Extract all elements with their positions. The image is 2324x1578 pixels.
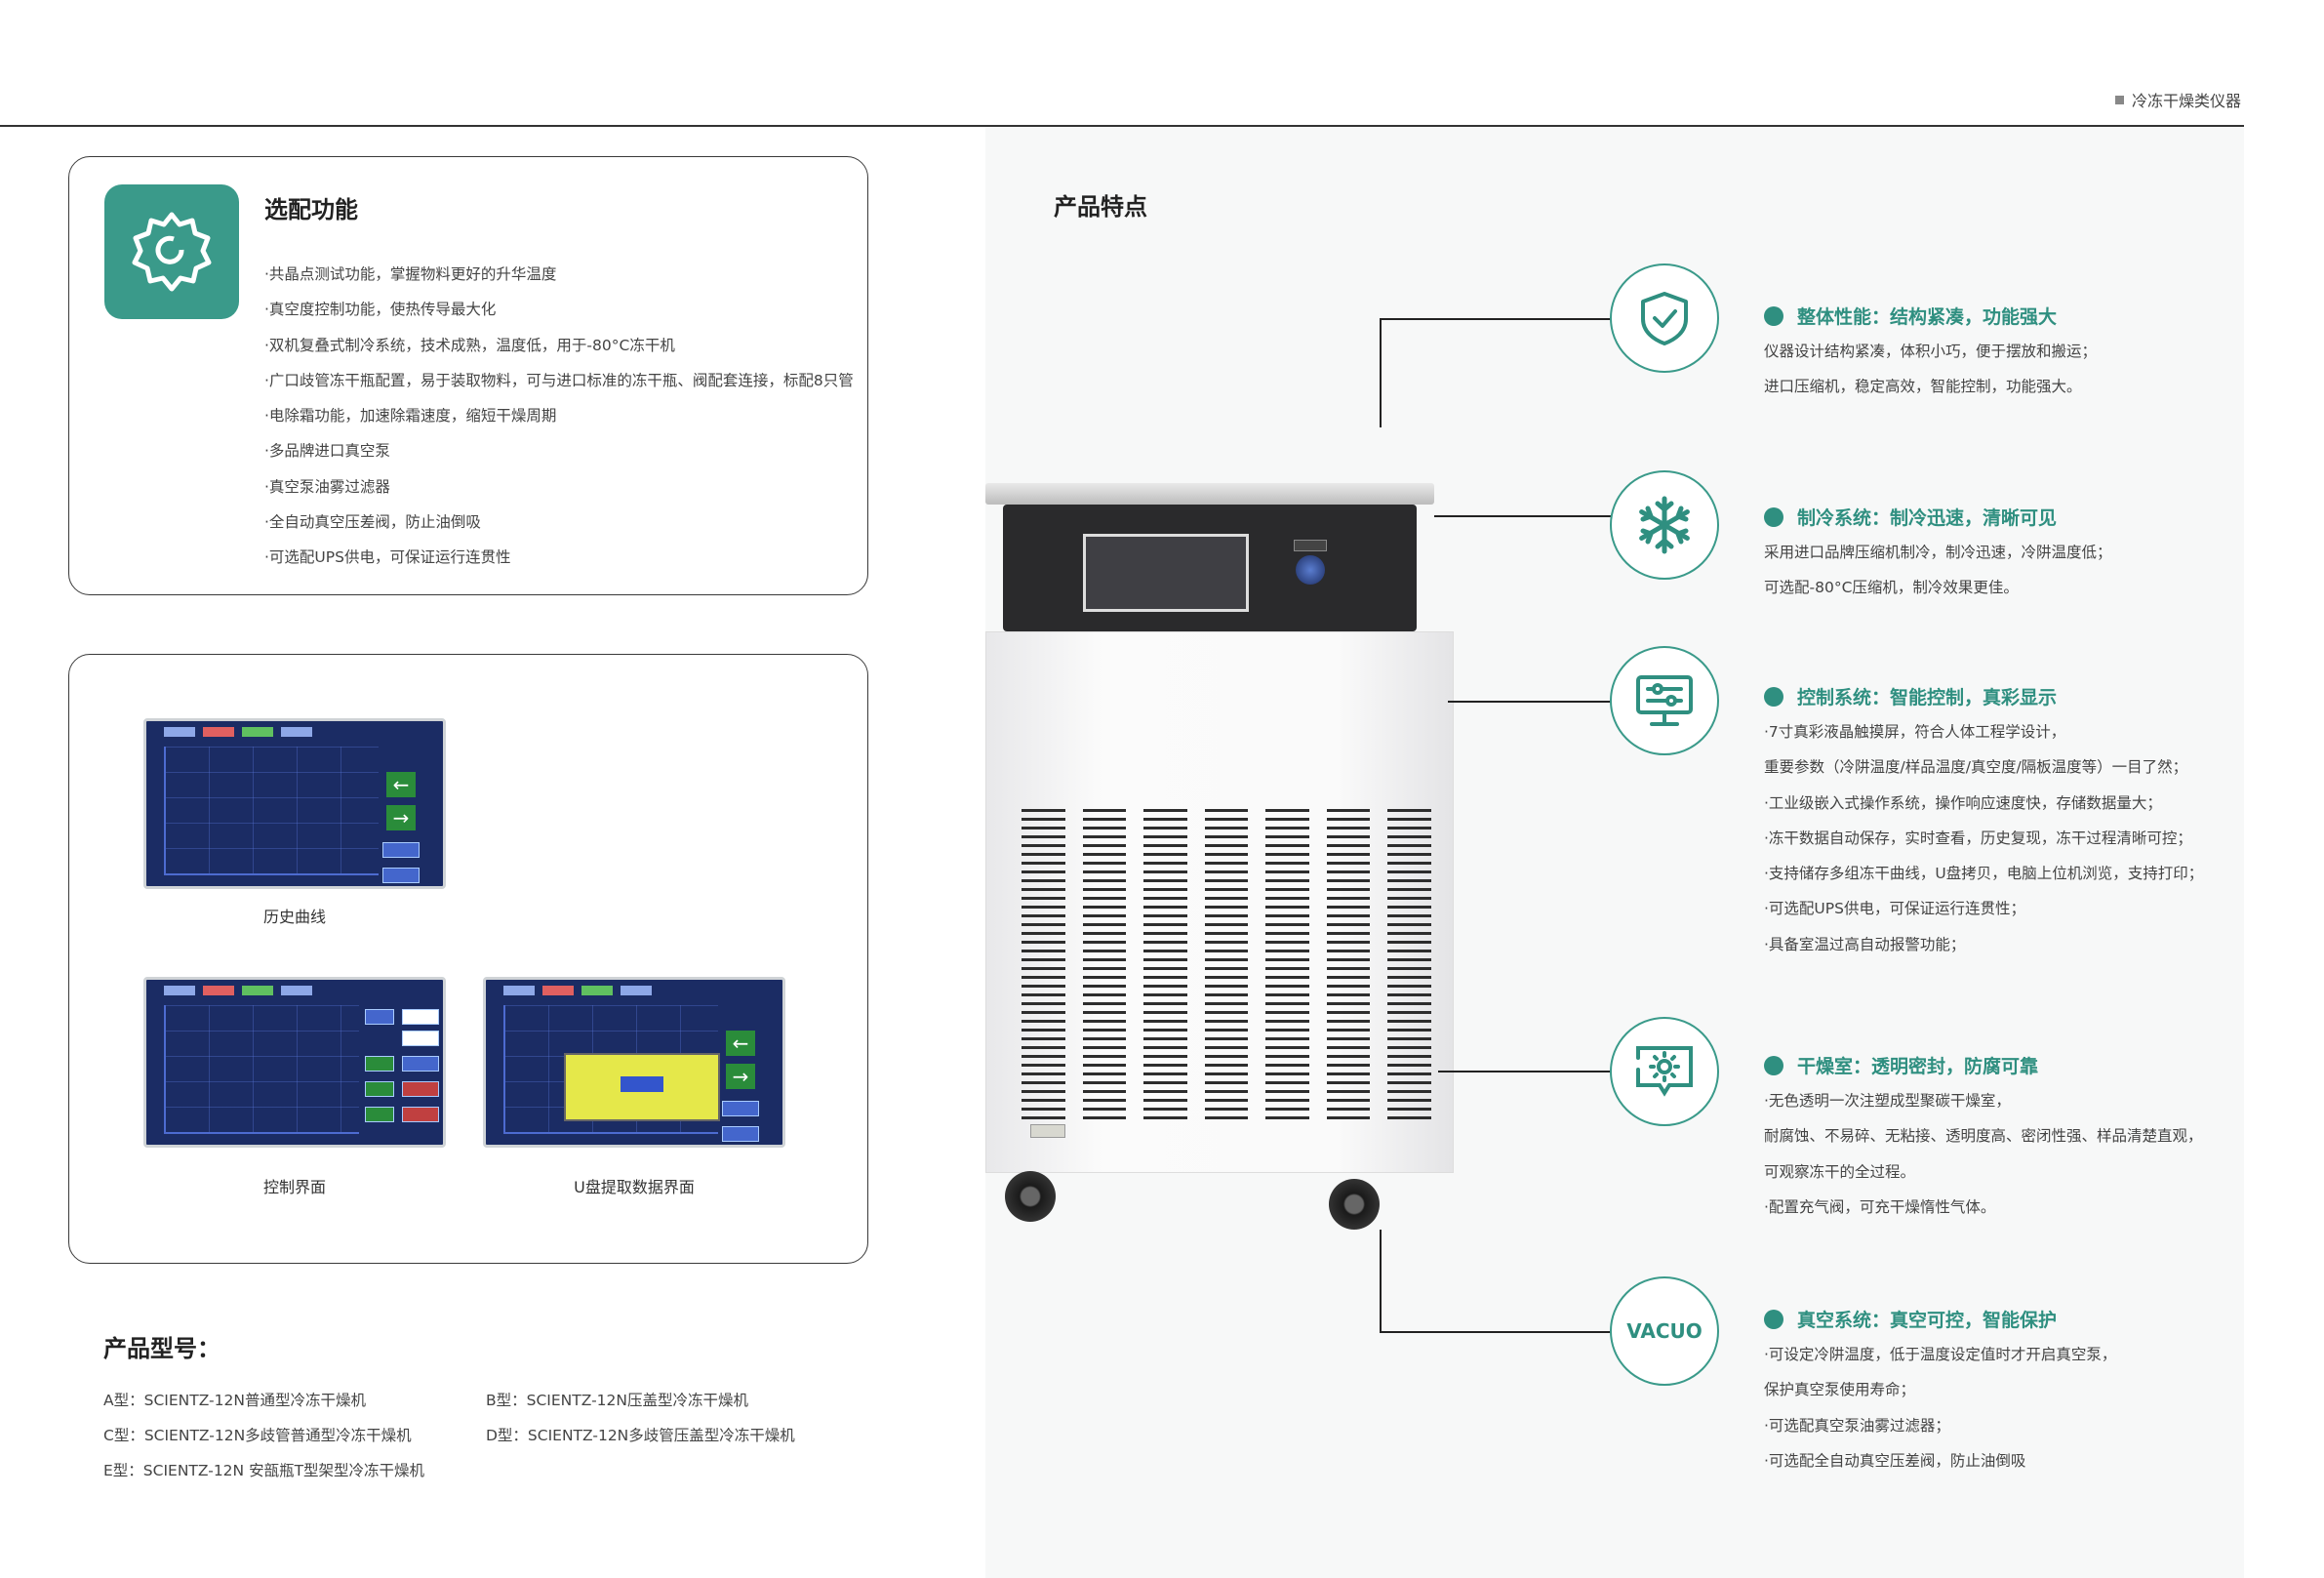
list-item: 采用进口品牌压缩机制冷，制冷迅速，冷阱温度低；: [1764, 544, 2112, 561]
list-item: ·广口歧管冻干瓶配置，易于装取物料，可与进口标准的冻干瓶、阀配套连接，标配8只管: [264, 371, 854, 389]
feature-title: 干燥室：透明密封，防腐可靠: [1764, 1052, 2038, 1078]
screens-card: ← → 历史曲线 控制界面 ← →: [68, 654, 868, 1264]
list-item: ·双机复叠式制冷系统，技术成熟，温度低，用于-80°C冻干机: [264, 336, 675, 354]
feature-description: ·可设定冷阱温度，低于温度设定值时才开启真空泵， 保护真空泵使用寿命； ·可选配…: [1764, 1337, 2116, 1478]
arrow-left-icon: ←: [386, 772, 416, 797]
bullet-dot-icon: [1764, 1309, 1783, 1329]
control-screen-screenshot: [143, 977, 446, 1148]
list-item: ·可选配UPS供电，可保证运行连贯性；: [1764, 900, 2025, 918]
category-label: 冷冻干燥类仪器: [2114, 88, 2241, 111]
shield-check-icon: [1641, 292, 1688, 345]
models-title: 产品型号：: [103, 1335, 220, 1362]
monitor-sliders-icon: [1636, 675, 1693, 726]
feature-title-text: 整体性能：结构紧凑，功能强大: [1797, 306, 2058, 328]
list-item: ·7寸真彩液晶触摸屏，符合人体工程学设计，: [1764, 723, 2066, 741]
history-curve-screenshot: ← →: [143, 718, 446, 889]
list-item: ·可选配UPS供电，可保证运行连贯性: [264, 548, 511, 567]
list-item: ·配置充气阀，可充干燥惰性气体。: [1764, 1197, 1996, 1216]
feature-title-text: 干燥室：透明密封，防腐可靠: [1797, 1056, 2039, 1077]
list-item: ·真空度控制功能，使热传导最大化: [264, 301, 497, 319]
feature-icon-circle: [1610, 646, 1719, 755]
bullet-dot-icon: [1764, 305, 1783, 326]
list-item: 进口压缩机，稳定高效，智能控制，功能强大。: [1764, 378, 2082, 396]
feature-icon-circle: [1610, 1017, 1719, 1126]
arrow-right-icon: →: [726, 1064, 755, 1089]
list-item: ·可选配真空泵油雾过滤器；: [1764, 1416, 1950, 1435]
feature-icon-circle: VACUO: [1610, 1276, 1719, 1386]
list-item: 保护真空泵使用寿命；: [1764, 1381, 1916, 1399]
list-item: ·冻干数据自动保存，实时查看，历史复现，冻干过程清晰可控；: [1764, 829, 2192, 847]
list-item: ·多品牌进口真空泵: [264, 442, 390, 461]
vacuo-icon: VACUO: [1626, 1319, 1703, 1343]
freeze-dryer-image: [966, 429, 1454, 1239]
feature-title-text: 真空系统：真空可控，智能保护: [1797, 1310, 2058, 1331]
touch-screen: [1083, 534, 1249, 612]
feature-description: ·7寸真彩液晶触摸屏，符合人体工程学设计， 重要参数（冷阱温度/样品温度/真空度…: [1764, 714, 2203, 962]
feature-icon-circle: [1610, 263, 1719, 373]
options-card: 选配功能 ·共晶点测试功能，掌握物料更好的升华温度 ·真空度控制功能，使热传导最…: [68, 156, 868, 595]
model-a: A型：SCIENTZ-12N普通型冷冻干燥机: [103, 1392, 366, 1409]
header-rule: [0, 125, 2244, 127]
list-item: ·真空泵油雾过滤器: [264, 477, 390, 496]
arrow-right-icon: →: [386, 805, 416, 830]
list-item: ·无色透明一次注塑成型聚碳干燥室，: [1764, 1092, 2011, 1110]
wheel: [1329, 1179, 1380, 1230]
list-item: ·全自动真空压差阀，防止油倒吸: [264, 513, 481, 532]
feature-description: ·无色透明一次注塑成型聚碳干燥室， 耐腐蚀、不易碎、无粘接、透明度高、密闭性强、…: [1764, 1083, 2203, 1225]
bullet-dot-icon: [1764, 686, 1783, 707]
list-item: ·工业级嵌入式操作系统，操作响应速度快，存储数据量大；: [1764, 793, 2162, 812]
product-features-title: 产品特点: [1054, 193, 1147, 221]
history-caption: 历史曲线: [262, 908, 326, 926]
feature-title-text: 制冷系统：制冷迅速，清晰可见: [1797, 507, 2058, 529]
knob-icon: [1296, 555, 1325, 585]
chamber-icon: [1636, 1046, 1693, 1097]
list-item: 耐腐蚀、不易碎、无粘接、透明度高、密闭性强、样品清楚直观，: [1764, 1127, 2203, 1146]
list-item: 重要参数（冷阱温度/样品温度/真空度/隔板温度等）一目了然；: [1764, 758, 2188, 777]
bullet-dot-icon: [1764, 506, 1783, 527]
list-item: ·支持储存多组冻干曲线，U盘拷贝，电脑上位机浏览，支持打印；: [1764, 865, 2204, 883]
list-item: 可选配-80°C压缩机，制冷效果更佳。: [1764, 579, 2019, 597]
model-d: D型：SCIENTZ-12N多歧管压盖型冷冻干燥机: [486, 1427, 795, 1444]
list-item: ·具备室温过高自动报警功能；: [1764, 935, 1966, 953]
bullet-dot-icon: [1764, 1055, 1783, 1075]
square-bullet-icon: [2114, 95, 2124, 104]
feature-title: 控制系统：智能控制，真彩显示: [1764, 683, 2057, 709]
feature-description: 采用进口品牌压缩机制冷，制冷迅速，冷阱温度低； 可选配-80°C压缩机，制冷效果…: [1764, 535, 2112, 606]
control-caption: 控制界面: [262, 1178, 326, 1196]
list-item: 仪器设计结构紧凑，体积小巧，便于摆放和搬运；: [1764, 343, 2098, 360]
category-text: 冷冻干燥类仪器: [2131, 92, 2241, 110]
model-b: B型：SCIENTZ-12N压盖型冷冻干燥机: [486, 1392, 748, 1409]
feature-title: 整体性能：结构紧凑，功能强大: [1764, 303, 2057, 329]
list-item: ·电除霜功能，加速除霜速度，缩短干燥周期: [264, 407, 557, 425]
valve: [1030, 1124, 1065, 1138]
list-item: ·共晶点测试功能，掌握物料更好的升华温度: [264, 265, 557, 283]
feature-title: 制冷系统：制冷迅速，清晰可见: [1764, 504, 2057, 530]
feature-title: 真空系统：真空可控，智能保护: [1764, 1306, 2057, 1332]
arrow-left-icon: ←: [726, 1031, 755, 1056]
options-list: ·共晶点测试功能，掌握物料更好的升华温度 ·真空度控制功能，使热传导最大化 ·双…: [264, 257, 854, 576]
list-item: ·可选配全自动真空压差阀，防止油倒吸: [1764, 1451, 2026, 1470]
wheel: [1005, 1171, 1056, 1222]
feature-icon-circle: [1610, 470, 1719, 580]
success-dialog: [564, 1053, 720, 1121]
gear-icon: [104, 184, 239, 319]
usb-caption: U盘提取数据界面: [574, 1178, 695, 1196]
vent-grille: [1022, 803, 1431, 1125]
options-title: 选配功能: [264, 196, 358, 223]
model-c: C型：SCIENTZ-12N多歧管普通型冷冻干燥机: [103, 1427, 412, 1444]
feature-description: 仪器设计结构紧凑，体积小巧，便于摆放和搬运； 进口压缩机，稳定高效，智能控制，功…: [1764, 334, 2097, 405]
usb-export-screenshot: ← →: [483, 977, 785, 1148]
snowflake-icon: [1639, 496, 1690, 554]
list-item: 可观察冻干的全过程。: [1764, 1162, 1916, 1181]
list-item: ·可设定冷阱温度，低于温度设定值时才开启真空泵，: [1764, 1346, 2117, 1363]
model-e: E型：SCIENTZ-12N 安瓿瓶T型架型冷冻干燥机: [103, 1462, 425, 1479]
feature-title-text: 控制系统：智能控制，真彩显示: [1797, 687, 2058, 708]
